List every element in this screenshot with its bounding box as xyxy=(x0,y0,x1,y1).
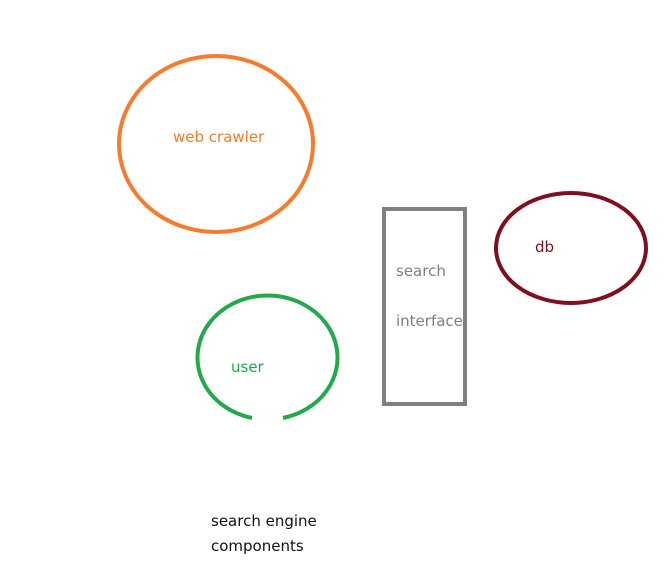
search-interface-rect xyxy=(382,207,467,406)
web-crawler-ellipse xyxy=(117,54,315,234)
user-circle xyxy=(195,293,340,420)
db-label: db xyxy=(535,238,555,256)
search-interface-label-line1: search xyxy=(396,262,446,280)
user-label: user xyxy=(231,358,264,376)
search-interface-label-line2: interface xyxy=(396,312,463,330)
caption-line2: components xyxy=(211,537,304,555)
caption-line1: search engine xyxy=(211,512,317,530)
db-ellipse xyxy=(494,191,648,305)
web-crawler-label: web crawler xyxy=(173,128,265,146)
